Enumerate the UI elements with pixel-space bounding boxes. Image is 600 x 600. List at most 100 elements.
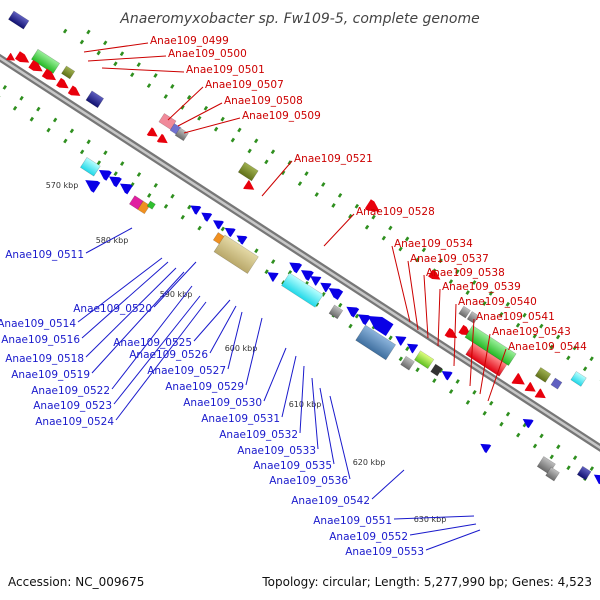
gc-dot <box>63 138 68 144</box>
gene-label-forward: Anae109_0534 <box>394 238 473 250</box>
gc-dot <box>566 465 571 471</box>
gene-feature <box>511 372 525 385</box>
gene-arrow-forward <box>511 372 525 385</box>
gene-feature <box>550 377 563 390</box>
leader-line-forward <box>83 42 149 53</box>
gc-dot <box>103 40 108 46</box>
gene-box <box>281 272 324 308</box>
gene-feature <box>146 200 156 210</box>
gc-dot <box>136 62 141 68</box>
gene-feature <box>310 276 322 286</box>
gc-dot <box>421 247 427 253</box>
gene-feature <box>146 127 158 137</box>
topology-text: Topology: circular; Length: 5,277,990 bp… <box>261 575 592 589</box>
gene-arrow-reverse <box>395 336 407 346</box>
gene-arrow-forward <box>458 324 471 336</box>
gene-label-reverse: Anae109_0526 <box>129 349 208 361</box>
gc-dot <box>354 203 359 209</box>
gc-dot <box>163 203 169 209</box>
gene-feature <box>137 200 151 215</box>
gene-label-forward: Anae109_0500 <box>168 48 247 60</box>
leader-line-reverse <box>209 305 237 354</box>
gene-label-reverse: Anae109_0511 <box>5 249 84 261</box>
gc-dot <box>119 51 125 57</box>
gene-arrow-reverse <box>328 288 344 300</box>
gc-dot <box>539 323 544 329</box>
gc-dot <box>254 248 259 254</box>
leader-line-forward <box>101 67 185 73</box>
gene-label-forward: Anae109_0528 <box>356 206 435 218</box>
gene-feature <box>355 324 397 361</box>
leader-line-reverse <box>85 267 177 358</box>
gene-feature <box>190 205 202 215</box>
gc-dot <box>489 400 494 406</box>
gc-dot <box>566 355 571 361</box>
gene-feature <box>367 315 394 336</box>
gc-dot <box>371 214 376 220</box>
leader-line-reverse <box>425 529 481 551</box>
gc-dot <box>213 126 219 132</box>
leader-line-reverse <box>193 299 231 342</box>
gc-dot <box>448 279 454 285</box>
gene-label-reverse: Anae109_0532 <box>219 429 298 441</box>
gene-arrow-reverse <box>367 315 394 336</box>
gene-label-forward: Anae109_0521 <box>294 153 373 165</box>
backbone-highlight <box>0 56 600 450</box>
gc-dot <box>96 50 101 56</box>
accession-text: Accession: NC_009675 <box>8 575 144 589</box>
gene-label-forward: Anae109_0509 <box>242 110 321 122</box>
gene-feature <box>98 169 112 181</box>
leader-line-forward <box>423 274 429 339</box>
gene-arrow-reverse <box>98 169 112 181</box>
gc-dot <box>203 105 209 111</box>
gene-feature <box>458 305 471 319</box>
gene-arrow-reverse <box>236 235 248 245</box>
gene-feature <box>428 269 441 280</box>
gene-feature <box>213 234 259 274</box>
gene-label-reverse: Anae109_0519 <box>11 369 90 381</box>
leader-line-reverse <box>115 301 207 421</box>
gene-feature <box>545 466 560 482</box>
gene-arrow-forward <box>56 77 69 89</box>
gc-dot <box>220 116 225 122</box>
gc-dot <box>589 466 595 471</box>
gene-feature <box>346 306 360 318</box>
gene-label-reverse: Anae109_0536 <box>269 475 348 487</box>
gc-dot <box>331 203 336 208</box>
leader-line-forward <box>167 86 204 121</box>
gene-box <box>576 465 592 481</box>
gc-dot <box>465 400 471 405</box>
gene-feature <box>301 270 314 281</box>
gene-feature <box>458 324 471 336</box>
gene-feature <box>480 443 492 454</box>
gene-label-forward: Anae109_0544 <box>508 341 587 353</box>
leader-line-forward <box>177 102 223 127</box>
gc-dot <box>432 378 437 384</box>
gene-label-reverse: Anae109_0527 <box>147 365 226 377</box>
gene-box <box>430 363 443 377</box>
gc-dot <box>304 171 309 176</box>
gc-dot <box>499 311 504 317</box>
gene-labels: Anae109_0499Anae109_0500Anae109_0501Anae… <box>0 35 587 558</box>
leader-line-forward <box>87 55 167 62</box>
leader-line-reverse <box>77 257 163 323</box>
gene-arrow-forward <box>28 59 43 72</box>
gene-feature <box>328 304 344 320</box>
leader-line-reverse <box>113 295 201 405</box>
map-title: Anaeromyxobacter sp. Fw109-5, complete g… <box>119 11 479 27</box>
gc-dot <box>36 106 41 112</box>
gene-label-reverse: Anae109_0533 <box>237 445 316 457</box>
gene-arrow-reverse <box>190 205 202 215</box>
gene-feature <box>201 212 213 222</box>
gene-feature <box>28 59 43 72</box>
gene-box <box>545 466 560 482</box>
gene-feature <box>524 381 536 392</box>
gene-label-forward: Anae109_0541 <box>476 311 555 323</box>
gc-dot <box>12 105 18 111</box>
gc-dot <box>348 323 353 329</box>
gc-dot <box>253 138 259 144</box>
gc-dot <box>532 443 538 449</box>
gene-label-reverse: Anae109_0520 <box>73 303 152 315</box>
gc-dot <box>136 172 142 177</box>
gc-dot <box>381 235 387 241</box>
